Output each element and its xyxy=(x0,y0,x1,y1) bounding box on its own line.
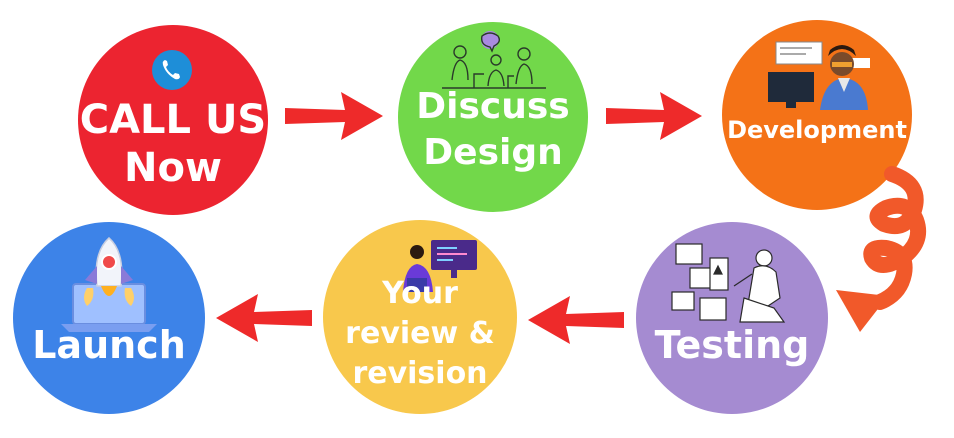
step-launch[interactable]: Launch xyxy=(13,222,205,414)
step-discuss-line2: Design xyxy=(423,132,563,173)
step-discuss-design[interactable]: Discuss Design xyxy=(398,22,588,212)
step-review-line3: revision xyxy=(352,356,488,391)
step-testing[interactable]: Testing xyxy=(636,222,828,414)
step-call-us[interactable]: CALL US Now xyxy=(78,25,268,215)
phone-icon xyxy=(150,48,194,96)
meeting-illustration xyxy=(438,30,550,104)
step-development[interactable]: Development xyxy=(722,20,912,210)
step-launch-line1: Launch xyxy=(32,323,186,367)
arrow-left-2 xyxy=(216,294,312,342)
step-review-line2: review & xyxy=(345,316,495,351)
step-call-us-line2: Now xyxy=(124,145,222,191)
developer-illustration xyxy=(762,32,874,116)
arrow-left-1 xyxy=(528,296,624,344)
step-review-revision[interactable]: Your review & revision xyxy=(323,220,517,414)
step-call-us-line1: CALL US xyxy=(79,97,267,143)
curly-arrow-down xyxy=(836,166,927,332)
reviewer-illustration xyxy=(397,234,481,300)
step-development-line1: Development xyxy=(727,116,907,144)
step-testing-line1: Testing xyxy=(654,323,810,367)
step-review-line1: Your xyxy=(382,276,458,311)
arrow-right-1 xyxy=(285,92,383,140)
arrow-right-2 xyxy=(606,92,702,140)
step-discuss-line1: Discuss xyxy=(416,86,570,127)
testing-illustration xyxy=(670,238,794,334)
rocket-laptop-illustration xyxy=(57,236,161,336)
